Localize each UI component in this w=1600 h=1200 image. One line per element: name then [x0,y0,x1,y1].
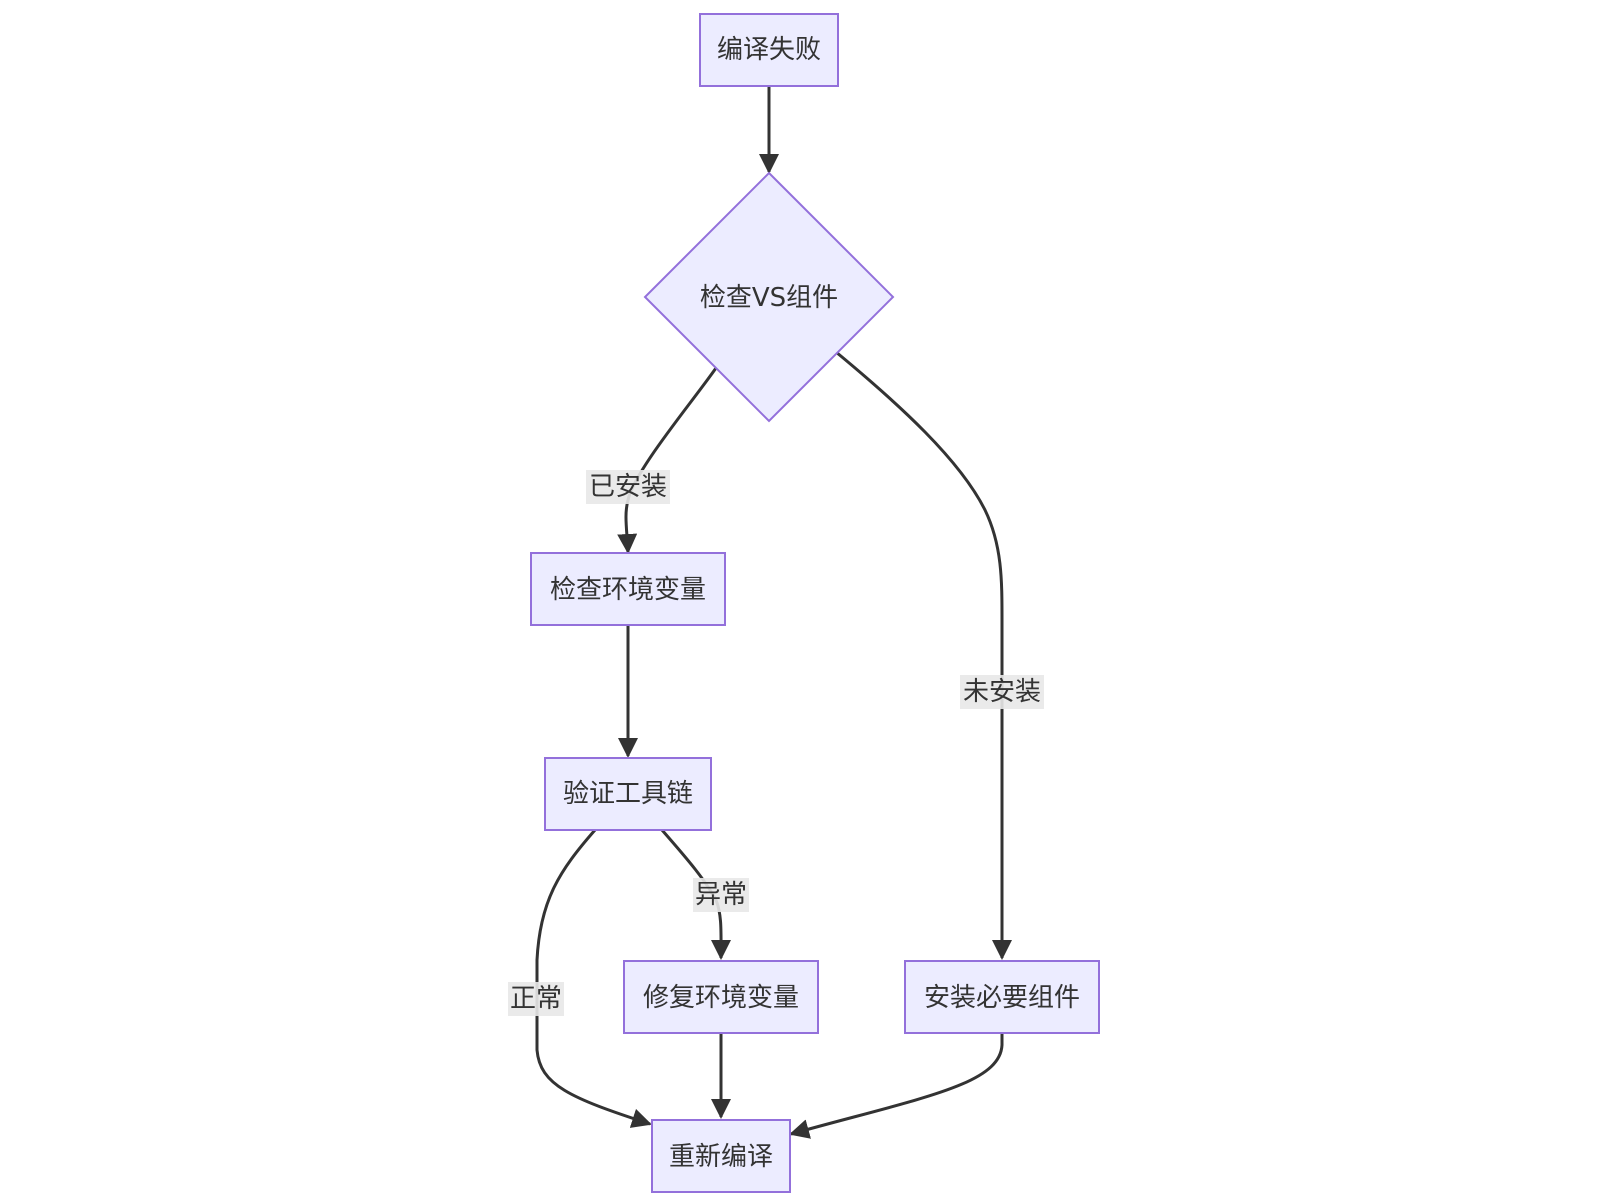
edge-label-abnormal: 异常 [693,878,749,912]
node-recompile-label: 重新编译 [669,1142,773,1172]
node-verify-toolchain-label: 验证工具链 [563,779,693,809]
node-recompile: 重新编译 [651,1119,791,1193]
edge-install-components-to-recompile [789,1033,1004,1139]
node-install-components-label: 安装必要组件 [924,983,1080,1013]
edge-check-vs-to-install-components [835,350,1012,960]
node-check-env-variables: 检查环境变量 [530,552,726,626]
node-check-env-variables-label: 检查环境变量 [550,575,706,605]
edge-labels: 已安装 未安装 异常 正常 [508,470,1044,1016]
node-check-vs-components-label: 检查VS组件 [700,283,838,313]
edge-label-installed-text: 已安装 [589,472,667,502]
node-fix-env-variables: 修复环境变量 [623,960,819,1034]
node-install-components: 安装必要组件 [904,960,1100,1034]
nodes: 编译失败 检查VS组件 检查环境变量 验证工具链 修复环境变量 安装必要组件 重… [530,13,1100,1193]
edge-label-abnormal-text: 异常 [695,880,747,910]
edge-label-not-installed: 未安装 [960,675,1044,709]
node-compile-failed: 编译失败 [699,13,839,87]
edge-label-installed: 已安装 [586,470,670,504]
edge-label-normal: 正常 [508,982,564,1016]
edge-check-vs-to-check-env [617,367,718,554]
node-verify-toolchain: 验证工具链 [544,757,712,831]
node-check-vs-components: 检查VS组件 [643,171,895,423]
edge-label-not-installed-text: 未安装 [963,677,1041,707]
edge-label-normal-text: 正常 [510,984,562,1014]
node-compile-failed-label: 编译失败 [717,35,821,65]
node-fix-env-variables-label: 修复环境变量 [643,983,799,1013]
